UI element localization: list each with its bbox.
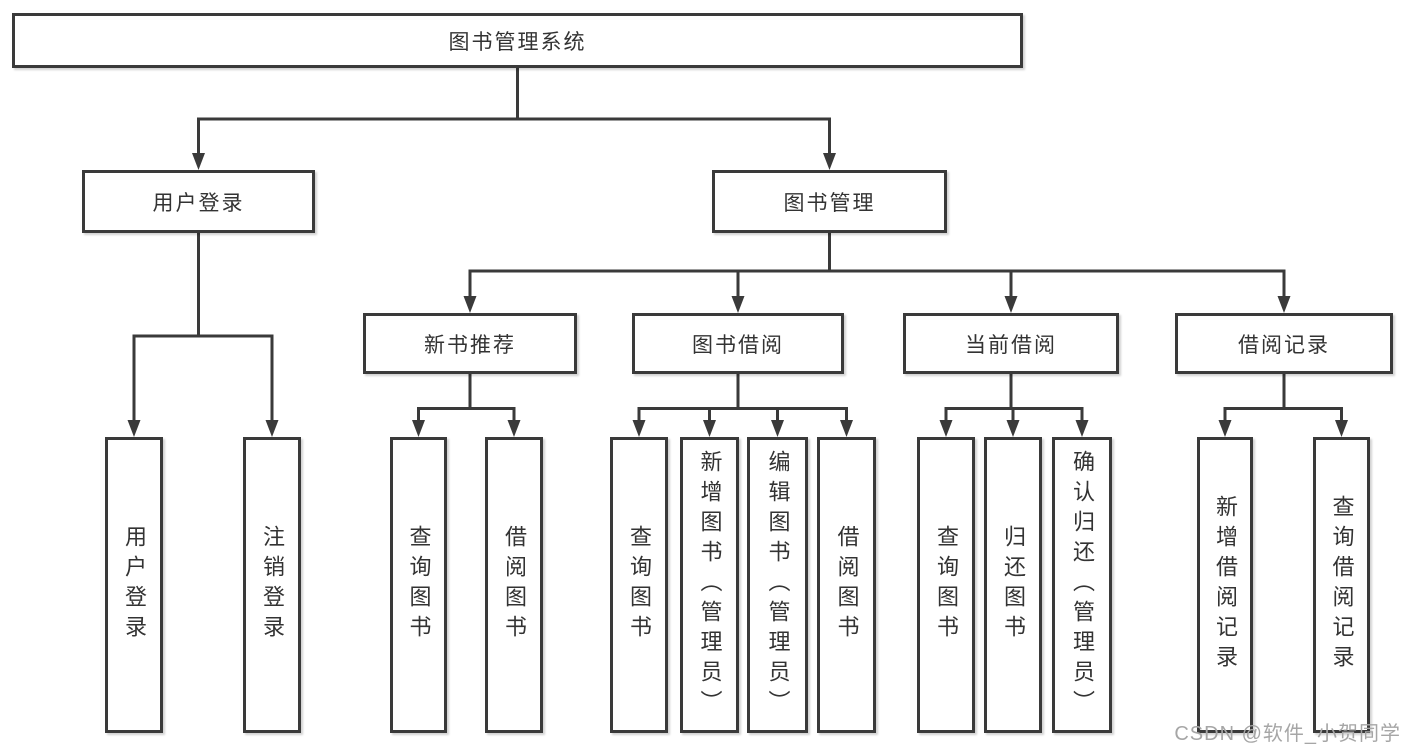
leaf-current-query-books: 查询图书 bbox=[917, 437, 975, 733]
node-borrowing-records: 借阅记录 bbox=[1175, 313, 1393, 374]
node-new-book-recommendation: 新书推荐 bbox=[363, 313, 577, 374]
node-library-management-system: 图书管理系统 bbox=[12, 13, 1023, 68]
leaf-return-books: 归还图书 bbox=[984, 437, 1042, 733]
node-book-management: 图书管理 bbox=[712, 170, 947, 233]
csdn-watermark: CSDN @软件_小贺同学 bbox=[1174, 723, 1401, 745]
leaf-add-borrow-record: 新增借阅记录 bbox=[1197, 437, 1253, 733]
leaf-edit-book-admin: 编辑图书（管理员） bbox=[747, 437, 808, 733]
node-current-borrowing: 当前借阅 bbox=[903, 313, 1119, 374]
leaf-user-login: 用户登录 bbox=[105, 437, 163, 733]
node-book-borrowing: 图书借阅 bbox=[632, 313, 844, 374]
leaf-newbook-query-books: 查询图书 bbox=[390, 437, 447, 733]
leaf-confirm-return-admin: 确认归还（管理员） bbox=[1052, 437, 1112, 733]
leaf-borrowing-query-books: 查询图书 bbox=[610, 437, 668, 733]
leaf-add-book-admin: 新增图书（管理员） bbox=[680, 437, 739, 733]
leaf-query-borrow-record: 查询借阅记录 bbox=[1313, 437, 1370, 733]
node-user-login: 用户登录 bbox=[82, 170, 315, 233]
leaf-borrowing-borrow-books: 借阅图书 bbox=[817, 437, 876, 733]
leaf-newbook-borrow-books: 借阅图书 bbox=[485, 437, 543, 733]
leaf-logout: 注销登录 bbox=[243, 437, 301, 733]
